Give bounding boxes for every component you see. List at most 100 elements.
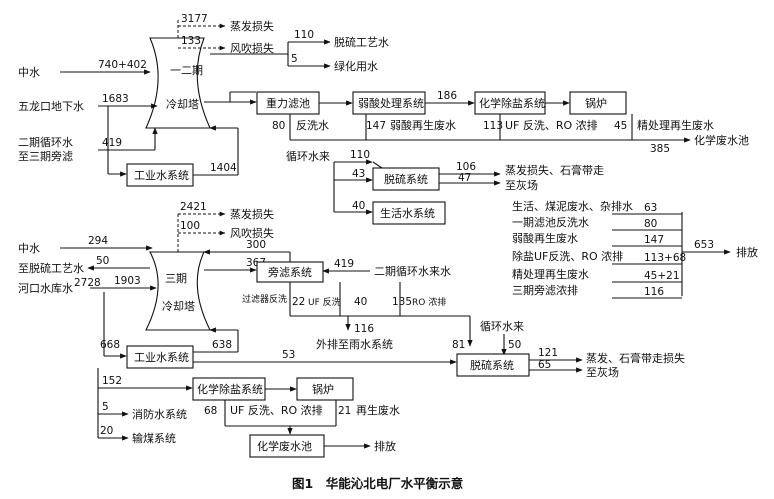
desulf-50: 50 <box>508 339 521 351</box>
b-src-hekou-a: 2728 <box>74 277 101 289</box>
box-domestic <box>372 201 446 225</box>
box-desulf-bottom <box>456 353 530 377</box>
uf-flow: 113 <box>483 120 503 132</box>
summary-total-flow: 653 <box>694 239 714 251</box>
fine-regen-label: 精处理再生废水 <box>637 118 714 132</box>
b-src-desulf-process-flow: 50 <box>96 255 109 267</box>
circ-110: 110 <box>350 149 370 161</box>
tower-bottom-label-2: 冷却塔 <box>162 300 195 313</box>
outflow-label: 外排至雨水系统 <box>316 337 393 351</box>
ro-label: RO 浓排 <box>412 296 446 308</box>
circ-source-top: 循环水来 <box>286 150 330 163</box>
summary-item-label: 除盐UF反洗、RO 浓排 <box>512 249 623 263</box>
b-src-hekou: 河口水库水 <box>18 282 73 295</box>
box-desulf-top-label: 脱硫系统 <box>384 172 428 186</box>
ash-label-b: 至灰场 <box>586 365 619 379</box>
chem-pool-label: 化学废水池 <box>694 133 749 147</box>
desulf-process-flow: 110 <box>294 29 314 41</box>
desulf-process-label: 脱硫工艺水 <box>334 35 389 49</box>
b-src-hekou-b: 1903 <box>114 275 141 287</box>
box-desulf-top <box>372 167 440 191</box>
ash-label: 至灰场 <box>505 178 538 192</box>
uf-label-b: UF 反洗 <box>308 296 341 308</box>
cooling-tower-top <box>145 37 211 129</box>
src-phase2-circ-1: 二期循环水 <box>18 136 73 149</box>
box-chem-pool-label: 化学废水池 <box>257 439 312 453</box>
summary-item-flow: 113+68 <box>644 252 686 264</box>
summary-item-flow: 80 <box>644 218 657 230</box>
weak-regen-label: 弱酸再生废水 <box>390 118 456 132</box>
uf-22: 22 <box>292 296 305 308</box>
fire-label: 消防水系统 <box>132 407 187 421</box>
summary-total-label: 排放 <box>736 245 758 259</box>
ro-135: 135 <box>392 296 412 308</box>
desulf-loss-label: 蒸发损失、石膏带走 <box>505 163 604 177</box>
phase2-circ-label: 二期循环水来水 <box>374 265 451 278</box>
coal-label: 输煤系统 <box>132 431 176 445</box>
uf-label: UF 反洗、RO 浓排 <box>505 118 598 132</box>
b-src-zhongshui-flow: 294 <box>88 235 108 247</box>
box-desulf-bottom-label: 脱硫系统 <box>470 358 514 372</box>
regen-21: 21 <box>338 405 351 417</box>
top-evap-flow: 3177 <box>181 13 208 25</box>
box-boiler-bottom <box>296 377 354 401</box>
chem-pool-flow: 385 <box>650 143 670 155</box>
src-phase2-circ-2: 至三期旁滤 <box>18 149 73 163</box>
uf-ro-label: UF 反洗、RO 浓排 <box>230 403 323 417</box>
summary-item-label: 精处理再生废水 <box>512 267 589 281</box>
summary-group: 653 排放 <box>681 212 758 296</box>
desulf-loss-label-b: 蒸发、石膏带走损失 <box>586 351 685 365</box>
box-chem-demin-top-label: 化学除盐系统 <box>479 96 545 110</box>
phase2-circ-419: 419 <box>334 258 354 270</box>
tower-top-label-2: 冷却塔 <box>166 98 199 111</box>
src-wulongkou-flow: 1683 <box>102 93 129 105</box>
box-weak-acid-label: 弱酸处理系统 <box>358 96 424 110</box>
tower-top-label-1: 一二期 <box>170 64 203 77</box>
greening-label: 绿化用水 <box>334 59 378 73</box>
uf-ro-68: 68 <box>204 405 217 417</box>
desulf-81: 81 <box>452 339 465 351</box>
ash-flow: 47 <box>458 172 471 184</box>
summary-item-flow: 63 <box>644 202 657 214</box>
box-boiler-top-label: 锅炉 <box>585 97 607 110</box>
box-domestic-label: 生活水系统 <box>380 206 435 220</box>
fire-5: 5 <box>102 401 109 413</box>
to-desulf-53: 53 <box>282 349 295 361</box>
domestic-flow: 40 <box>352 200 365 212</box>
backwash-flow: 80 <box>272 120 285 132</box>
ash-65: 65 <box>538 359 551 371</box>
filter-40: 40 <box>354 296 367 308</box>
to-filter-300: 300 <box>246 239 266 251</box>
demin-152: 152 <box>102 375 122 387</box>
filter-backwash-label: 过滤器反洗 <box>242 293 287 305</box>
summary-item-label: 一期滤池反洗水 <box>512 216 589 229</box>
box-side-filter-label: 旁滤系统 <box>268 265 312 279</box>
box-industrial-top-label: 工业水系统 <box>134 169 189 182</box>
circ-43: 43 <box>352 168 365 180</box>
box-industrial-bottom-label: 工业水系统 <box>134 351 189 364</box>
box-gravity-filter-label: 重力滤池 <box>266 96 310 110</box>
discharge-label: 排放 <box>374 439 396 453</box>
box-boiler-bottom-label: 锅炉 <box>312 383 334 396</box>
top-wind-flow: 133 <box>181 35 201 47</box>
regen-label: 再生废水 <box>356 403 400 417</box>
bottom-evap-label: 蒸发损失 <box>230 207 274 221</box>
cooling-tower-bottom <box>145 251 211 331</box>
demin-in-flow: 186 <box>437 90 457 102</box>
weak-regen-flow: 147 <box>366 120 386 132</box>
src-phase2-circ-flow: 419 <box>102 137 122 149</box>
src-zhongshui-flow: 740+402 <box>98 59 147 71</box>
desulf-loss-flow: 106 <box>456 161 476 173</box>
top-wind-label: 风吹损失 <box>230 41 274 55</box>
fine-regen-flow: 45 <box>614 120 627 132</box>
outflow-116: 116 <box>354 323 374 335</box>
src-wulongkou: 五龙口地下水 <box>18 100 84 113</box>
industrial-flow: 1404 <box>210 162 237 174</box>
industrial-638: 638 <box>212 339 232 351</box>
backwash-label: 反洗水 <box>296 119 329 132</box>
box-industrial-bottom <box>126 345 194 369</box>
src-zhongshui: 中水 <box>18 66 40 79</box>
summary-item-label: 三期旁滤浓排 <box>512 283 578 297</box>
